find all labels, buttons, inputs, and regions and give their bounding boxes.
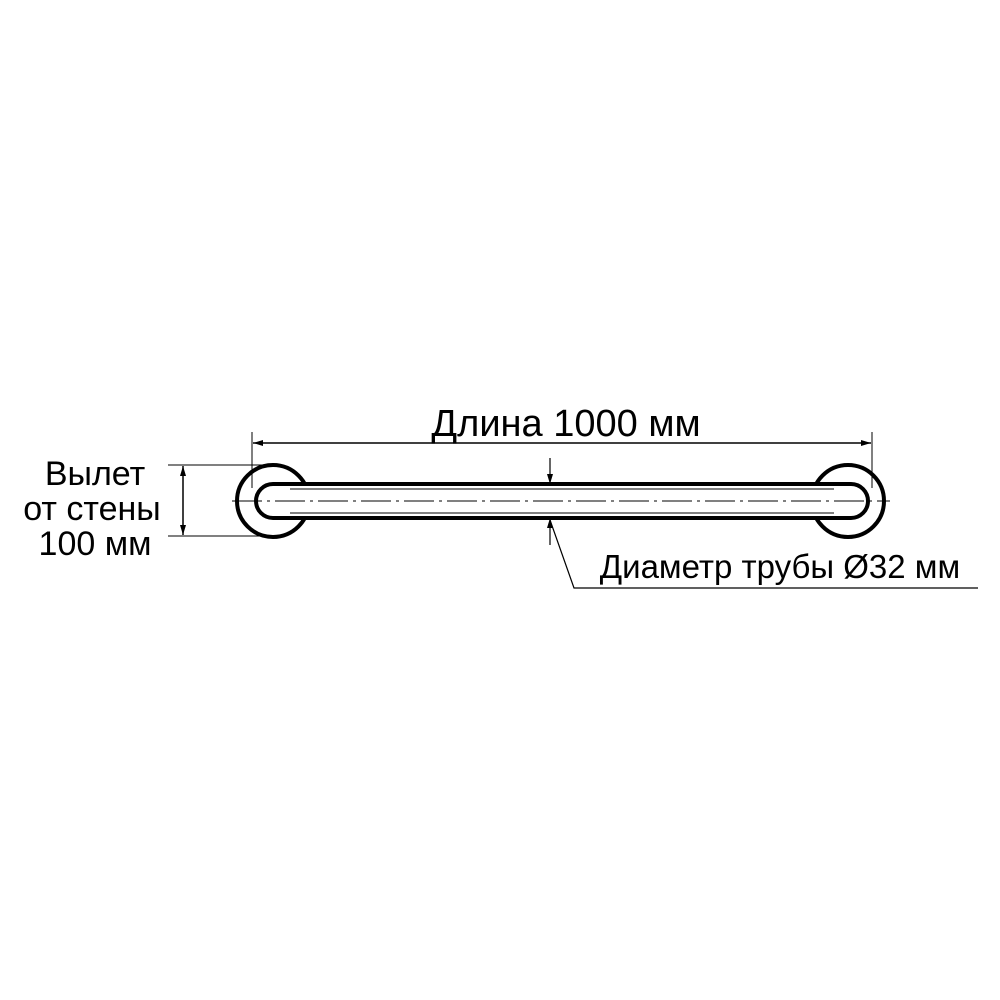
- offset-label-line2: от стены: [23, 490, 161, 528]
- diameter-leader-line: [549, 519, 978, 589]
- diameter-label: Диаметр трубы Ø32 мм: [600, 548, 960, 585]
- length-label: Длина 1000 мм: [431, 403, 700, 445]
- offset-label-line3: 100 мм: [39, 525, 152, 563]
- offset-label-line1: Вылет: [45, 455, 145, 493]
